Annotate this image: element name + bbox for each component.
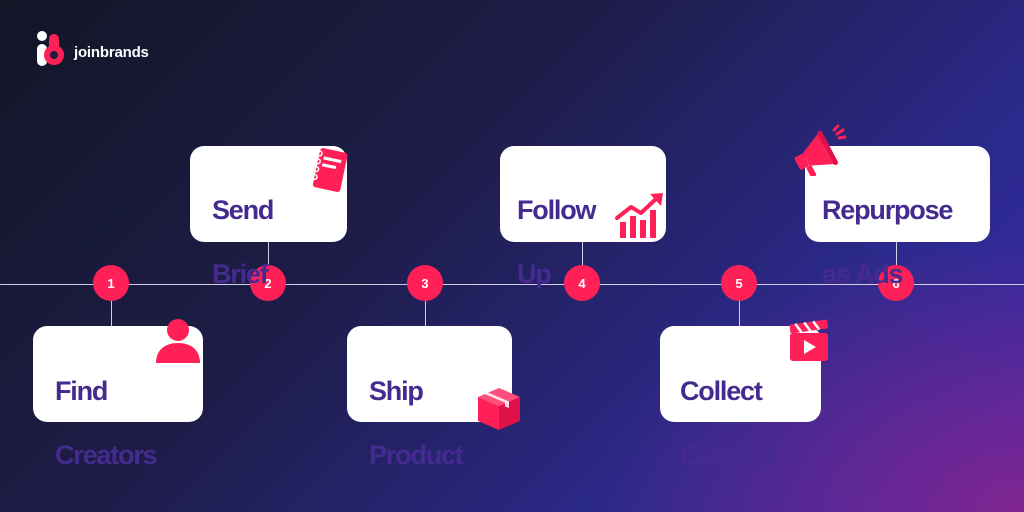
step-number-3: 3 xyxy=(407,265,443,301)
step-card-collect-content: Collect Content xyxy=(660,326,821,470)
connector-3 xyxy=(425,300,426,326)
step-title-4-line-2: Up xyxy=(517,259,552,289)
step-title-3: Ship Product xyxy=(369,343,464,503)
step-title-2-line-2: Brief xyxy=(212,259,269,289)
step-number-5: 5 xyxy=(721,265,757,301)
timeline-line xyxy=(0,284,1024,285)
step-card-find-creators: Find Creators xyxy=(33,326,203,470)
connector-6 xyxy=(896,241,897,266)
user-icon xyxy=(156,319,200,363)
growth-chart-icon xyxy=(615,193,663,238)
step-title-6-line-2: as Ads xyxy=(822,259,904,289)
step-title-5: Collect Content xyxy=(680,343,775,503)
package-box-icon xyxy=(478,388,520,430)
brand-name: joinbrands xyxy=(74,43,149,61)
connector-2 xyxy=(268,241,269,266)
step-title-1-line-2: Creators xyxy=(55,440,158,470)
megaphone-icon xyxy=(794,124,847,176)
step-number-4: 4 xyxy=(564,265,600,301)
step-title-2-line-1: Send xyxy=(212,195,274,225)
step-title-5-line-1: Collect xyxy=(680,376,763,406)
step-title-2: Send Brief xyxy=(212,162,274,322)
step-title-3-line-1: Ship xyxy=(369,376,424,406)
step-title-1-line-1: Find xyxy=(55,376,108,406)
connector-1 xyxy=(111,300,112,326)
brand-logo: joinbrands xyxy=(30,30,149,74)
video-clapper-icon xyxy=(789,319,829,361)
step-title-4: Follow Up xyxy=(517,162,597,322)
step-number-1: 1 xyxy=(93,265,129,301)
step-title-4-line-1: Follow xyxy=(517,195,597,225)
connector-5 xyxy=(739,300,740,326)
step-title-3-line-2: Product xyxy=(369,440,464,470)
step-number-6: 6 xyxy=(878,265,914,301)
notebook-icon xyxy=(311,148,348,192)
step-title-6: Repurpose as Ads xyxy=(822,162,953,322)
step-title-5-line-2: Content xyxy=(680,440,775,470)
step-title-6-line-1: Repurpose xyxy=(822,195,953,225)
step-number-2: 2 xyxy=(250,265,286,301)
connector-4 xyxy=(582,241,583,266)
step-card-follow-up: Follow Up xyxy=(500,146,666,289)
step-title-1: Find Creators xyxy=(55,343,158,503)
joinbrands-logo-icon xyxy=(37,31,64,66)
